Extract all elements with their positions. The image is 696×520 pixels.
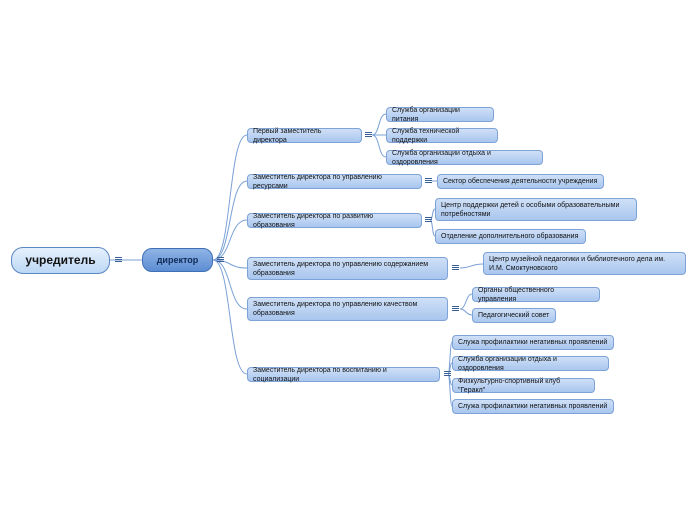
branch-node[interactable]: Первый заместитель директора bbox=[247, 128, 362, 144]
collapse-toggle-icon[interactable] bbox=[443, 370, 452, 379]
collapse-toggle-icon[interactable] bbox=[216, 256, 225, 265]
branch-node[interactable]: Заместитель директора по управлению каче… bbox=[247, 297, 448, 321]
child-node[interactable]: Педагогический совет bbox=[472, 308, 556, 323]
collapse-toggle-icon[interactable] bbox=[424, 216, 433, 225]
child-node[interactable]: Центр поддержки детей с особыми образова… bbox=[435, 198, 637, 221]
child-node[interactable]: Физкультурно-спортивный клуб "Геракл" bbox=[452, 378, 595, 394]
child-node[interactable]: Органы общественного управления bbox=[472, 287, 600, 303]
branch-node[interactable]: Заместитель директора по управлению ресу… bbox=[247, 174, 422, 190]
child-node[interactable]: Служба технической поддержки bbox=[386, 128, 498, 144]
director-node[interactable]: директор bbox=[142, 248, 213, 272]
branch-node[interactable]: Заместитель директора по развитию образо… bbox=[247, 213, 422, 229]
branch-node[interactable]: Заместитель директора по управлению соде… bbox=[247, 257, 448, 280]
child-node[interactable]: Служа профилактики негативных проявлений bbox=[452, 335, 614, 350]
collapse-toggle-icon[interactable] bbox=[451, 305, 460, 314]
child-node[interactable]: Служба организации отдыха и оздоровления bbox=[386, 150, 543, 166]
child-node[interactable]: Центр музейной педагогики и библиотечног… bbox=[483, 252, 686, 275]
child-node[interactable]: Служба организации отдыха и оздоровления bbox=[452, 356, 609, 372]
root-node[interactable]: учредитель bbox=[11, 247, 110, 274]
collapse-toggle-icon[interactable] bbox=[364, 131, 373, 140]
child-node[interactable]: Служба организации питания bbox=[386, 107, 494, 123]
child-node[interactable]: Отделение дополнительного образования bbox=[435, 229, 586, 244]
collapse-toggle-icon[interactable] bbox=[424, 177, 433, 186]
collapse-toggle-icon[interactable] bbox=[451, 264, 460, 273]
child-node[interactable]: Служа профилактики негативных проявлений bbox=[452, 399, 614, 414]
branch-node[interactable]: Заместитель директора по воспитанию и со… bbox=[247, 367, 440, 383]
collapse-toggle-icon[interactable] bbox=[114, 256, 123, 265]
child-node[interactable]: Сектор обеспечения деятельности учрежден… bbox=[437, 174, 604, 189]
